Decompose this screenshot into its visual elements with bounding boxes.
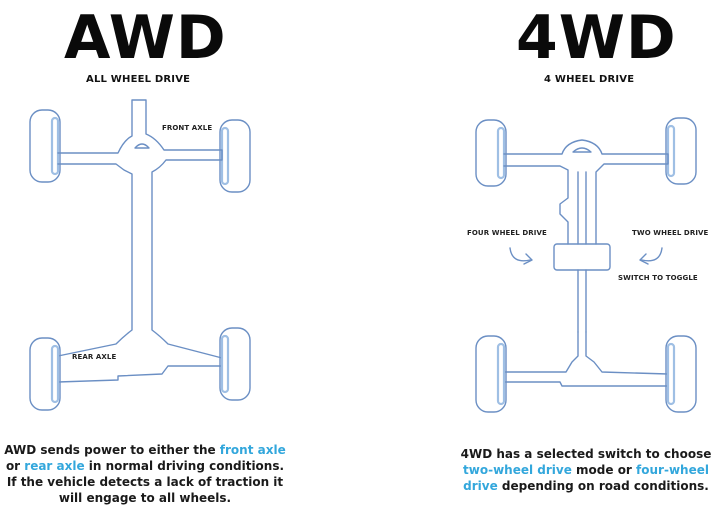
wheel-icon [475,335,507,413]
desc-text: mode or [571,463,637,477]
4wd-panel: 4WD 4 WHEEL DRIVE [360,0,720,518]
4wd-subtitle: 4 WHEEL DRIVE [544,74,635,85]
4wd-description: 4WD has a selected switch to choose two-… [452,446,720,494]
wheel-icon [219,327,251,401]
4wd-title: 4WD [516,3,677,73]
awd-subtitle: ALL WHEEL DRIVE [86,74,191,85]
rear-axle-label: REAR AXLE [72,353,117,361]
wheel-icon [29,109,61,183]
two-wheel-drive-highlight: two-wheel drive [463,463,572,477]
wheel-icon [29,337,61,411]
desc-text: or [5,459,25,473]
rear-axle-highlight: rear axle [24,459,85,473]
curved-arrow-icon [509,247,533,265]
wheel-icon [219,119,251,193]
desc-text: 4WD has a selected switch to choose [460,447,712,461]
switch-box [553,243,611,271]
awd-panel: AWD ALL WHEEL DRIVE FRONT AXLE REAR AXLE… [0,3,290,506]
4wd-drivetrain-diagram [475,117,697,413]
front-axle-label: FRONT AXLE [162,124,213,132]
wheel-icon [665,117,697,185]
four-wheel-drive-label: FOUR WHEEL DRIVE [467,229,547,237]
awd-title: AWD [64,3,227,73]
awd-drivetrain-diagram [29,99,251,411]
wheel-icon [665,335,697,413]
desc-text: depending on road conditions. [497,479,709,493]
four-wheel-drive-highlight: four-wheel drive [463,463,709,493]
awd-description: AWD sends power to either the front axle… [0,442,290,506]
wheel-icon [475,119,507,187]
desc-text: AWD sends power to either the [4,443,220,457]
front-axle-highlight: front axle [219,443,286,457]
curved-arrow-icon [639,247,663,265]
switch-to-toggle-label: SWITCH TO TOGGLE [618,274,698,282]
two-wheel-drive-label: TWO WHEEL DRIVE [632,229,709,237]
desc-text: in normal driving conditions. If the veh… [6,459,285,505]
